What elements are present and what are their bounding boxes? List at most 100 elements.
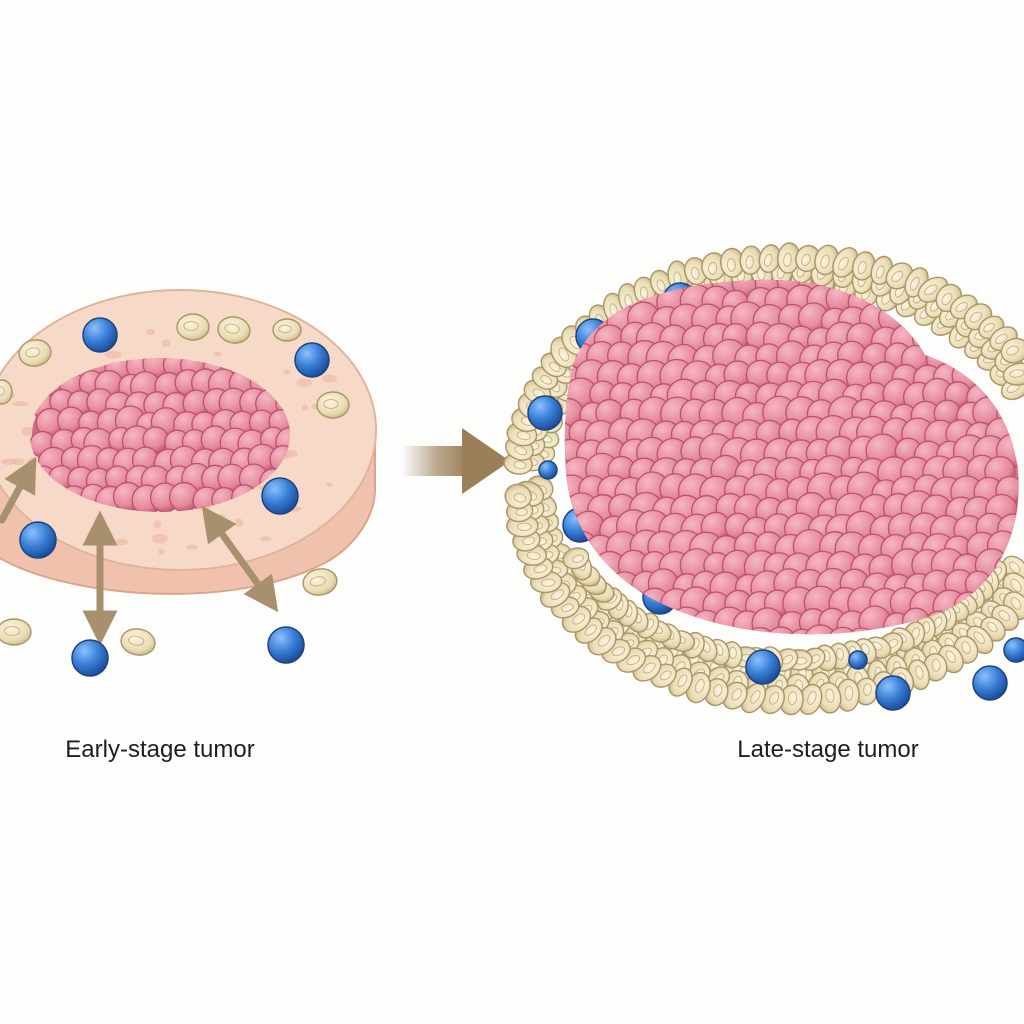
stromal-cell — [1000, 337, 1024, 364]
stromal-cell-nucleus — [309, 576, 326, 587]
stromal-cell-nucleus — [513, 493, 527, 503]
tumor-cell — [986, 279, 1016, 294]
right-arrow-icon — [402, 428, 510, 494]
stromal-cell-nucleus — [540, 578, 556, 587]
stromal-cell — [0, 379, 13, 405]
stromal-cell-nucleus — [891, 270, 904, 283]
tumor-cell — [743, 626, 777, 635]
stromal-cell-nucleus — [764, 253, 773, 267]
stromal-cell-nucleus — [572, 613, 586, 625]
stromal-cell-nucleus — [994, 333, 1008, 345]
stromal-cell-nucleus — [25, 347, 41, 358]
stromal-cell-nucleus — [969, 311, 983, 323]
stromal-cell-nucleus — [961, 641, 971, 654]
stromal-cell-nucleus — [1010, 597, 1022, 610]
stromal-cell — [217, 316, 251, 344]
tissue-speckle — [158, 548, 165, 555]
stromal-cell — [272, 318, 302, 342]
stromal-cell-nucleus — [931, 658, 941, 672]
stromal-cell-nucleus — [713, 683, 723, 697]
stromal-cell-nucleus — [323, 398, 339, 410]
stromal-cell-nucleus — [945, 650, 956, 664]
stromal-cell-nucleus — [626, 654, 641, 666]
tumor-cell — [567, 279, 599, 299]
tissue-speckle — [283, 369, 291, 375]
stromal-cell-nucleus — [708, 261, 718, 276]
stromal-cell-nucleus — [0, 386, 5, 396]
stromal-cell-nucleus — [597, 634, 611, 647]
tumor-cell — [826, 626, 860, 635]
stromal-cell-nucleus — [611, 646, 626, 657]
immune-cell — [972, 665, 1008, 701]
stromal-cell-nucleus — [550, 589, 565, 601]
stromal-cell-nucleus — [745, 255, 754, 269]
tissue-speckle — [234, 518, 244, 527]
tumor-cell — [803, 624, 838, 635]
stromal-cell-nucleus — [955, 302, 968, 313]
stromal-cell-nucleus — [516, 522, 532, 532]
tumor-cell — [844, 627, 880, 635]
stromal-cell — [562, 547, 590, 570]
tissue-speckle — [325, 482, 333, 487]
tissue-speckle — [151, 533, 169, 544]
stromal-cell-nucleus — [1008, 561, 1021, 574]
stromal-cell-nucleus — [694, 678, 705, 694]
stromal-cell-nucleus — [642, 662, 656, 674]
stromal-cell-nucleus — [783, 252, 792, 268]
late-stage-tumor-illustration — [503, 242, 1024, 716]
early-stage-tumor-illustration — [0, 289, 377, 677]
tissue-speckle — [322, 374, 338, 383]
stromal-cell-nucleus — [863, 683, 872, 697]
immune-cell — [875, 675, 911, 711]
tissue-speckle — [301, 404, 309, 411]
stromal-cell-nucleus — [1006, 345, 1019, 356]
stromal-cell-nucleus — [571, 554, 585, 563]
stromal-cell-nucleus — [584, 624, 598, 636]
stromal-cell-nucleus — [838, 256, 849, 271]
tissue-speckle — [104, 350, 122, 359]
stromal-cell — [316, 391, 350, 419]
tissue-speckle — [215, 514, 226, 519]
stromal-cell-nucleus — [560, 603, 575, 613]
stromal-cell-nucleus — [825, 688, 835, 703]
stromal-cell-nucleus — [731, 688, 742, 701]
tumor-cell — [765, 626, 797, 635]
stromal-cell — [504, 483, 532, 510]
stromal-cell-nucleus — [973, 631, 986, 644]
stromal-cell-nucleus — [857, 260, 867, 275]
stromal-cell — [176, 313, 210, 341]
stromal-cell-nucleus — [533, 564, 548, 574]
immune-cell — [82, 317, 118, 353]
tissue-speckle — [27, 457, 38, 468]
immune-cell — [261, 477, 299, 515]
stromal-cell-nucleus — [875, 265, 885, 279]
stromal-cell-nucleus — [726, 257, 736, 272]
stromal-cell-nucleus — [514, 445, 528, 456]
stromal-cell-nucleus — [278, 324, 292, 334]
tumor-cell — [587, 279, 616, 296]
stromal-cell-nucleus — [769, 691, 780, 705]
stromal-cell — [302, 568, 338, 596]
stromal-cell-nucleus — [1006, 383, 1020, 394]
migration-arrow-icon — [201, 505, 279, 613]
early-microenvironment-cells — [0, 313, 350, 677]
early-tumor-cluster — [30, 358, 290, 512]
stromal-cell-nucleus — [915, 665, 924, 680]
tissue-speckle — [186, 544, 198, 550]
stromal-cell-nucleus — [998, 610, 1011, 622]
tissue-speckle — [161, 338, 171, 347]
stromal-cell-nucleus — [835, 647, 845, 661]
stromal-cell-nucleus — [690, 266, 700, 280]
immune-cell — [1003, 637, 1024, 663]
tumor-cell — [564, 287, 585, 316]
tissue-speckle — [153, 520, 162, 529]
tumor-cell — [787, 628, 817, 635]
stromal-cell-nucleus — [183, 320, 199, 332]
tissue-speckle — [260, 536, 272, 542]
stromal-cell — [18, 339, 52, 367]
stromal-cell-nucleus — [548, 361, 561, 373]
early-stage-label: Early-stage tumor — [65, 736, 255, 763]
migration-arrow-icon — [0, 456, 37, 524]
immune-cell — [19, 521, 57, 559]
tissue-speckle — [0, 458, 18, 465]
